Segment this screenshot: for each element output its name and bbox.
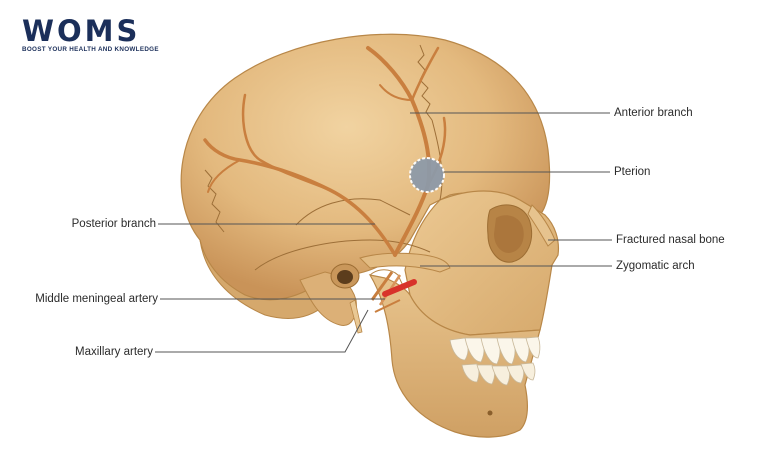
nasal-bone bbox=[527, 204, 556, 247]
meningeal-artery-branches bbox=[203, 46, 447, 257]
maxillary-artery-vessels bbox=[370, 271, 417, 313]
label-fractured-nasal-bone: Fractured nasal bone bbox=[616, 234, 725, 246]
label-maxillary-artery: Maxillary artery bbox=[75, 346, 153, 358]
mandible bbox=[368, 274, 541, 438]
label-pterion: Pterion bbox=[614, 166, 651, 178]
lower-teeth bbox=[461, 362, 536, 386]
woms-logo: WOMS BOOST YOUR HEALTH AND KNOWLEDGE bbox=[22, 16, 174, 56]
label-zygomatic-arch: Zygomatic arch bbox=[616, 260, 695, 272]
upper-teeth bbox=[449, 336, 541, 365]
leader-lines bbox=[155, 112, 612, 353]
label-middle-meningeal-artery: Middle meningeal artery bbox=[35, 293, 158, 305]
logo-title: WOMS bbox=[22, 14, 141, 48]
pterion-marker bbox=[409, 157, 445, 193]
logo-tagline: BOOST YOUR HEALTH AND KNOWLEDGE bbox=[22, 46, 159, 53]
label-anterior-branch: Anterior branch bbox=[614, 107, 693, 119]
label-posterior-branch: Posterior branch bbox=[71, 218, 156, 230]
skull-sutures bbox=[204, 44, 443, 271]
